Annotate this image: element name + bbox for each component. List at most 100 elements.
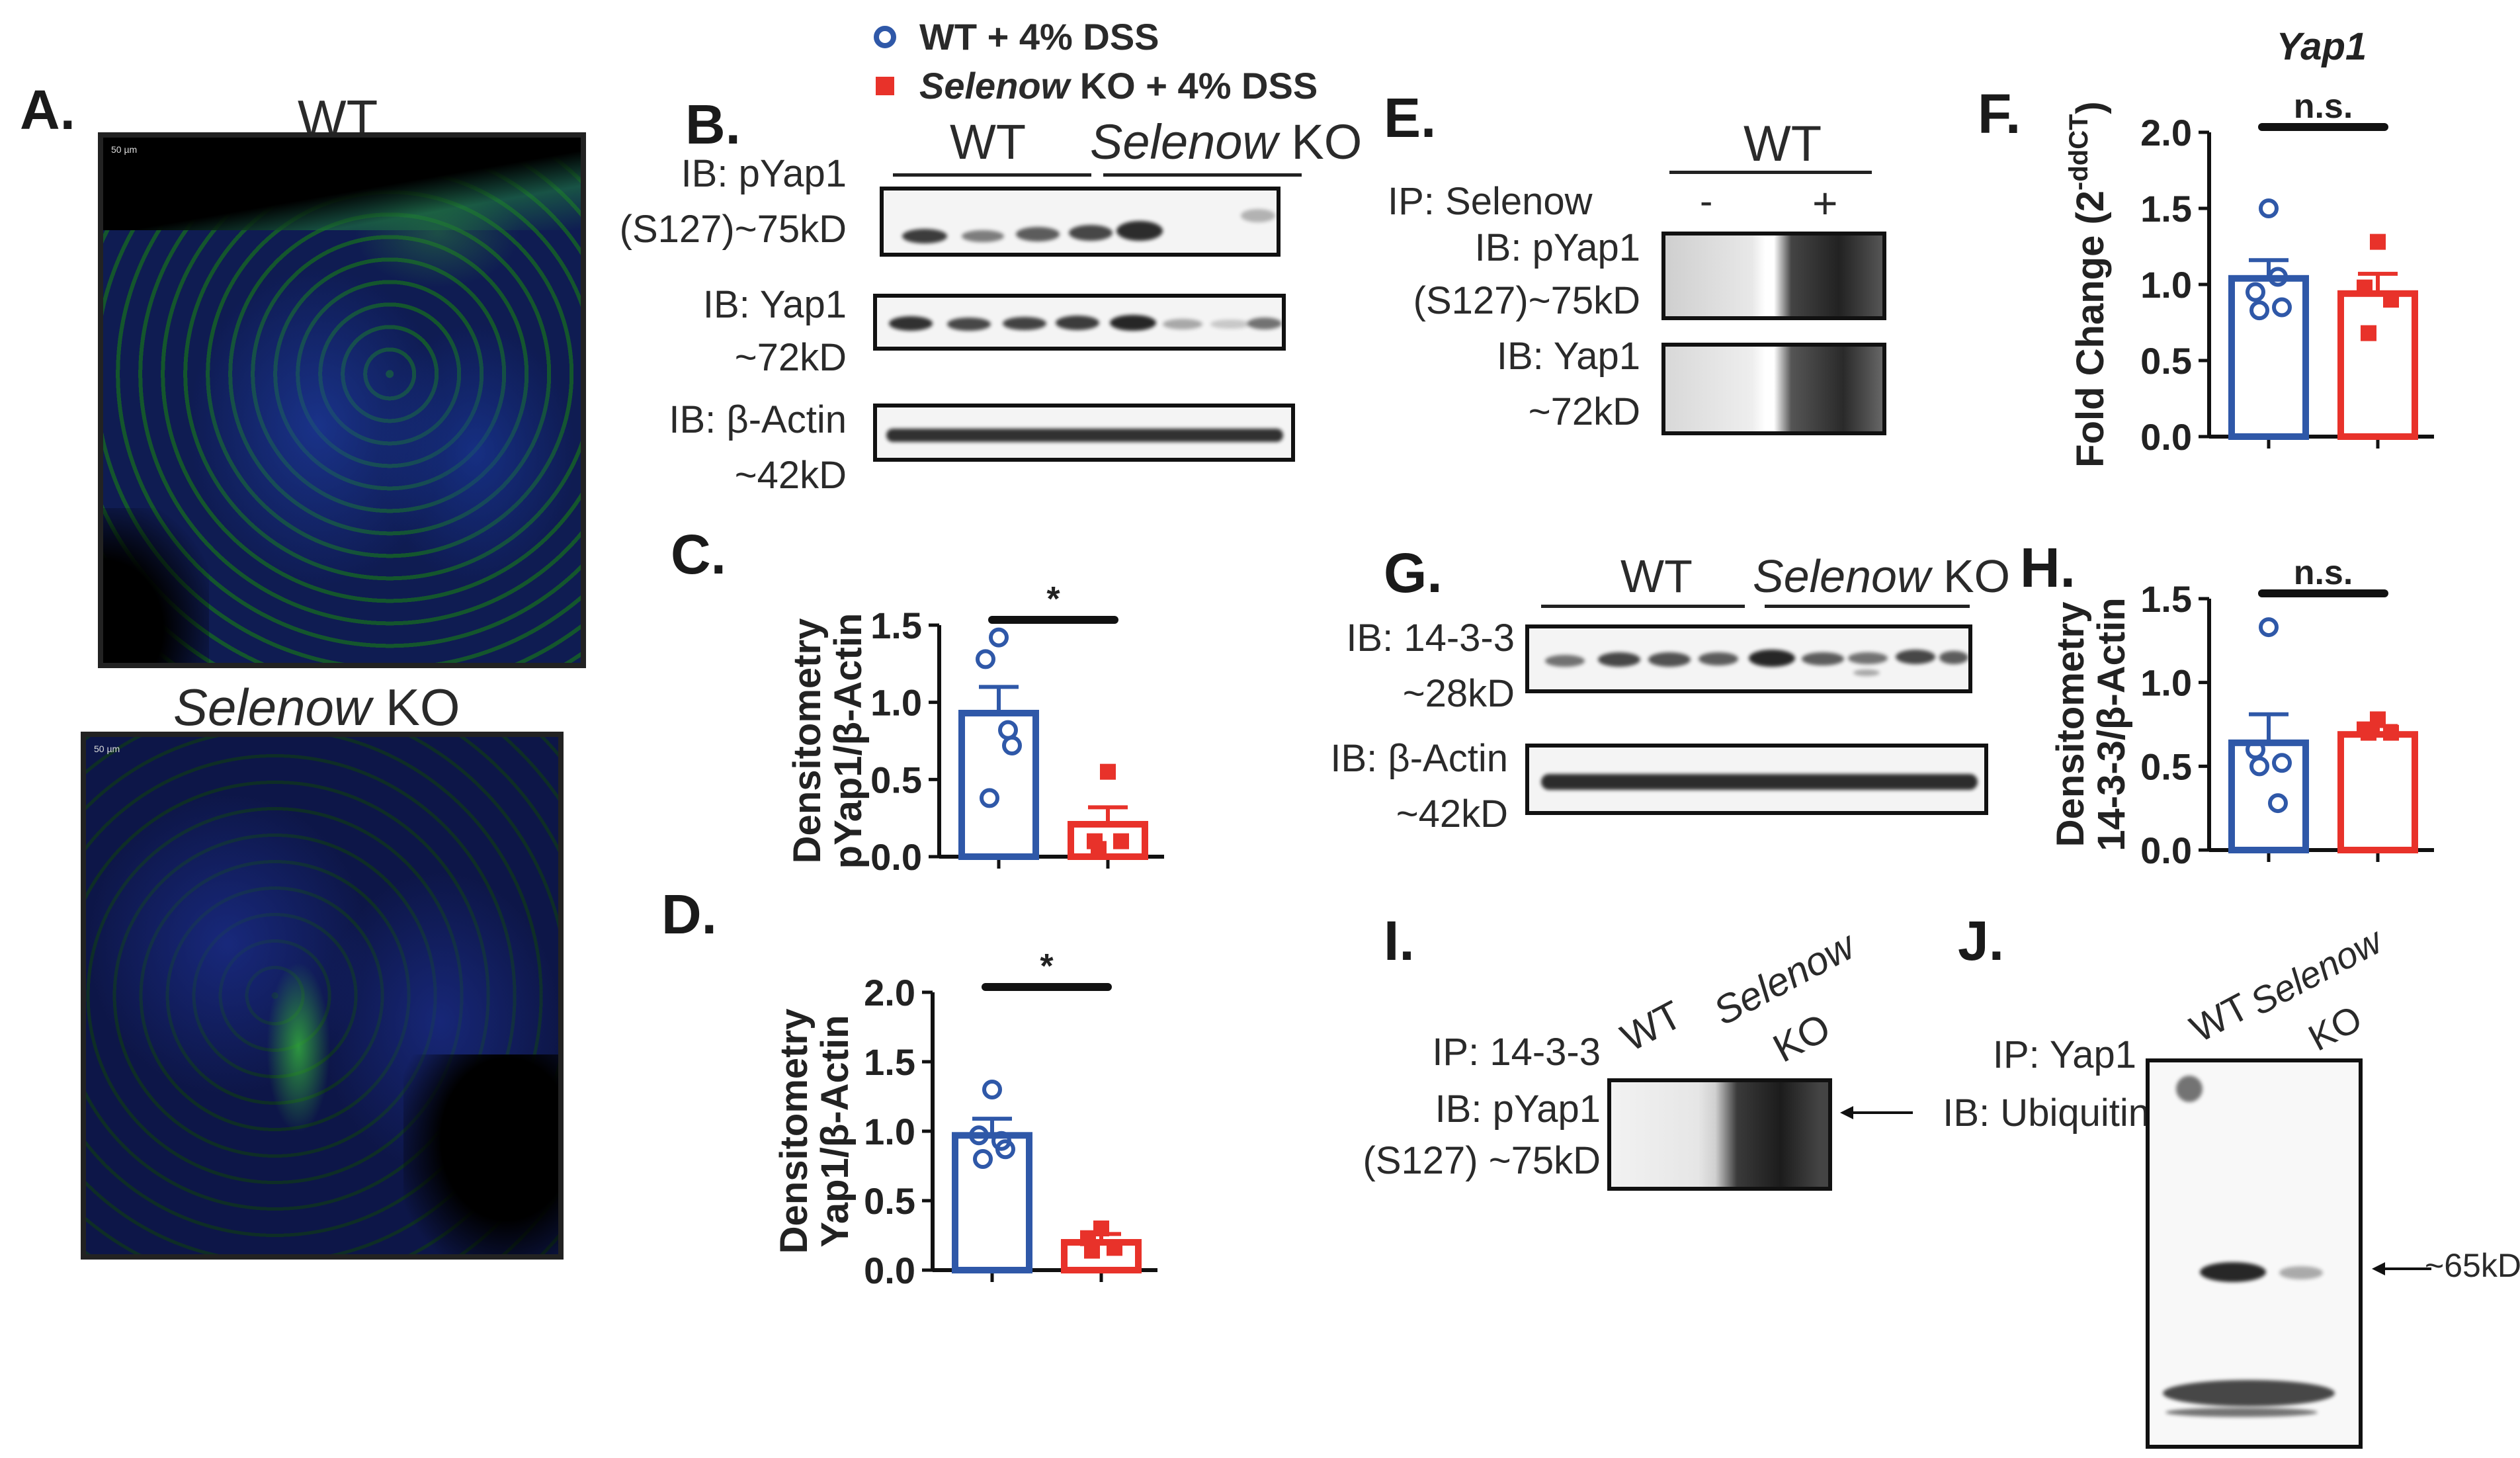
panel-j-wt: WT xyxy=(2183,984,2257,1051)
data-point-wt xyxy=(2268,793,2288,814)
panel-g-wt-bar xyxy=(1541,605,1745,608)
y-tick-label: 0.0 xyxy=(864,1250,915,1291)
panel-j-ip: IP: Yap1 xyxy=(1992,1033,2136,1076)
panel-label-h: H. xyxy=(2020,536,2076,599)
data-point-wt xyxy=(2259,617,2279,638)
blot-b-actin xyxy=(873,404,1295,462)
micrograph-ko: 50 µm xyxy=(81,732,564,1260)
data-point-wt xyxy=(989,627,1009,648)
panel-g-wt: WT xyxy=(1620,550,1693,602)
data-point-ko xyxy=(2361,325,2376,341)
panel-b-ib1a: IB: pYap1 xyxy=(681,152,847,195)
panel-e-wt: WT xyxy=(1743,116,1822,172)
y-axis-label-line1: Fold Change (2-ddCT) xyxy=(2064,101,2112,468)
legend-label-wt: WT + 4% DSS xyxy=(919,16,1159,58)
y-tick-label: 1.5 xyxy=(2140,188,2192,230)
chart-h: 0.00.51.01.5Densitometry14-3-3/β-Actinn.… xyxy=(2050,554,2434,871)
panel-i-ko2: KO xyxy=(1765,1004,1837,1071)
scale-bar-wt: 50 µm xyxy=(111,144,138,155)
legend-label-ko: Selenow KO + 4% DSS xyxy=(919,65,1318,107)
data-point-wt xyxy=(976,649,995,669)
significance-label: n.s. xyxy=(2294,554,2353,592)
data-point-wt xyxy=(2272,297,2292,318)
data-point-ko xyxy=(1107,1240,1122,1256)
data-point-wt xyxy=(991,1131,1011,1151)
significance-label: * xyxy=(1040,947,1054,986)
data-point-wt xyxy=(2259,198,2279,218)
data-point-wt xyxy=(998,720,1018,740)
data-point-ko xyxy=(1084,1242,1100,1259)
y-tick-label: 0.5 xyxy=(864,1180,915,1222)
data-point-wt xyxy=(2268,267,2288,287)
panel-j-marker: ~65kD xyxy=(2425,1247,2520,1284)
panel-g-ib1b: ~28kD xyxy=(1402,672,1515,715)
data-point-ko xyxy=(1091,841,1107,857)
panel-label-d: D. xyxy=(661,883,717,945)
data-point-wt xyxy=(980,788,999,808)
chart-title: Yap1 xyxy=(2277,25,2367,68)
data-point-ko xyxy=(2383,292,2399,308)
blot-b-yap1 xyxy=(873,294,1286,351)
y-tick-label: 0.5 xyxy=(2140,340,2192,382)
panel-j-ib: IB: Ubiquitin xyxy=(1943,1092,2150,1135)
scale-bar-ko: 50 µm xyxy=(94,744,120,754)
panel-b-wt-bar xyxy=(893,173,1091,177)
panel-j-ko1: Selenow xyxy=(2243,920,2389,1023)
y-axis-label-line2: pYap1/β-Actin xyxy=(827,613,870,869)
y-axis-label-line1: Densitometry xyxy=(787,619,829,864)
data-point-wt xyxy=(1002,736,1022,755)
panel-i-ib2: (S127) ~75kD xyxy=(1363,1139,1601,1182)
legend-marker-wt xyxy=(874,26,896,48)
bar xyxy=(2228,275,2309,440)
panel-label-c: C. xyxy=(671,523,726,585)
y-tick-label: 0.0 xyxy=(2140,416,2192,458)
panel-i-ko1: Selenow xyxy=(1706,923,1862,1034)
y-axis-label-line1: Densitometry xyxy=(774,1009,816,1254)
panel-g-ib2b: ~42kD xyxy=(1396,793,1508,836)
bar xyxy=(2337,731,2418,854)
panel-g-ko-bar xyxy=(1765,605,1970,608)
legend: WT + 4% DSS Selenow KO + 4% DSS xyxy=(866,12,1343,105)
y-tick-label: 1.0 xyxy=(2140,264,2192,306)
data-point-wt xyxy=(969,1125,989,1146)
arrow-icon-j xyxy=(2372,1262,2431,1275)
panel-e-ib2b: ~72kD xyxy=(1528,390,1640,433)
data-point-ko xyxy=(2383,724,2399,741)
blot-g-1433 xyxy=(1525,624,1972,693)
y-axis-label-line2: Yap1/β-Actin xyxy=(814,1015,857,1247)
data-point-wt xyxy=(2249,756,2269,777)
bar xyxy=(1061,1239,1142,1273)
panel-g-ko: Selenow KO xyxy=(1753,550,2011,602)
blot-e-yap1 xyxy=(1661,343,1886,435)
y-tick-label: 1.0 xyxy=(870,682,922,724)
panel-a-ko-title: Selenow KO xyxy=(173,678,460,736)
y-tick-label: 0.5 xyxy=(2140,746,2192,787)
panel-b-wt: WT xyxy=(950,114,1027,169)
bar xyxy=(1068,821,1148,860)
blot-j-ubiquitin xyxy=(2146,1058,2363,1449)
panel-b-ib3a: IB: β-Actin xyxy=(669,398,847,441)
y-axis-label-line2: 14-3-3/β-Actin xyxy=(2090,597,2133,851)
significance-label: n.s. xyxy=(2294,87,2353,126)
panel-b-ib2b: ~72kD xyxy=(734,336,847,379)
panel-j-ko2: KO xyxy=(2301,997,2369,1059)
panel-i-wt: WT xyxy=(1613,992,1689,1060)
panel-i-ip: IP: 14-3-3 xyxy=(1432,1031,1601,1074)
panel-label-i: I. xyxy=(1384,910,1415,972)
y-tick-label: 0.0 xyxy=(870,836,922,873)
data-point-ko xyxy=(2357,279,2373,296)
panel-e-minus: - xyxy=(1700,180,1713,223)
arrow-icon-i xyxy=(1840,1106,1913,1119)
bar xyxy=(2337,290,2418,440)
y-tick-label: 2.0 xyxy=(2140,112,2192,153)
y-axis-label-line1: Densitometry xyxy=(2050,602,2092,847)
panel-e-ib1b: (S127)~75kD xyxy=(1413,279,1640,322)
legend-marker-ko xyxy=(876,77,894,95)
panel-b-ib1b: (S127)~75kD xyxy=(619,208,847,251)
panel-g-ib1a: IB: 14-3-3 xyxy=(1346,617,1515,660)
blot-b-pyap1 xyxy=(880,187,1281,257)
y-tick-label: 1.5 xyxy=(2140,578,2192,620)
panel-e-ib2a: IB: Yap1 xyxy=(1496,335,1640,378)
